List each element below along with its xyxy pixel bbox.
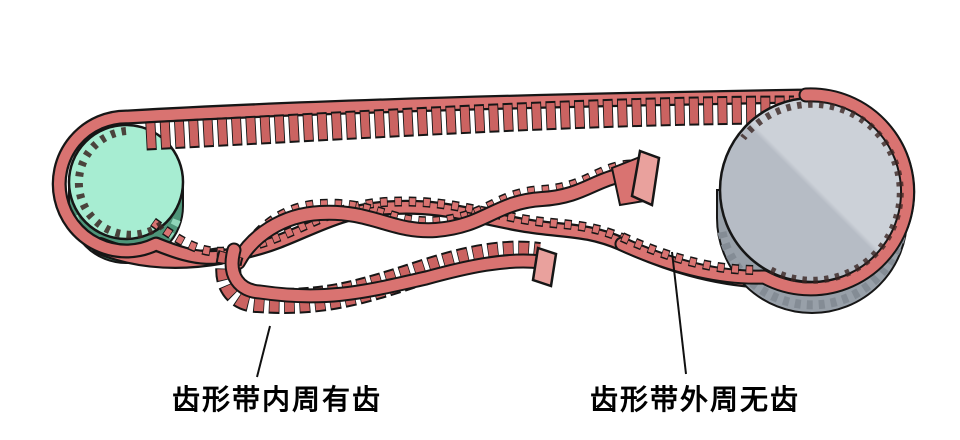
label-belt-outer-smooth: 齿形带外周无齿 xyxy=(589,384,800,415)
top-run-teeth xyxy=(145,97,795,149)
green-pulley-face xyxy=(67,123,185,241)
leader-line-outer-smooth xyxy=(671,251,687,375)
leader-line-inner-teeth xyxy=(256,325,271,378)
bottom-run-teeth xyxy=(150,198,624,256)
label-belt-inner-teeth: 齿形带内周有齿 xyxy=(171,384,382,415)
upper-strip-cut-end xyxy=(630,149,661,207)
loose-belt-upper-strip xyxy=(230,149,661,270)
gray-mesh-teeth xyxy=(740,100,904,284)
loose-belt-lower-strip xyxy=(215,240,558,314)
gray-wrap-teeth-outline xyxy=(619,232,757,275)
green-mesh-teeth xyxy=(74,127,168,239)
gray-belt-wrap xyxy=(614,87,916,297)
lower-strip-band xyxy=(226,244,547,302)
lower-strip-teeth xyxy=(217,242,541,312)
lower-strip-cut-end xyxy=(531,246,558,288)
upper-strip-band xyxy=(232,168,651,268)
gray-wrap-band xyxy=(616,89,914,295)
